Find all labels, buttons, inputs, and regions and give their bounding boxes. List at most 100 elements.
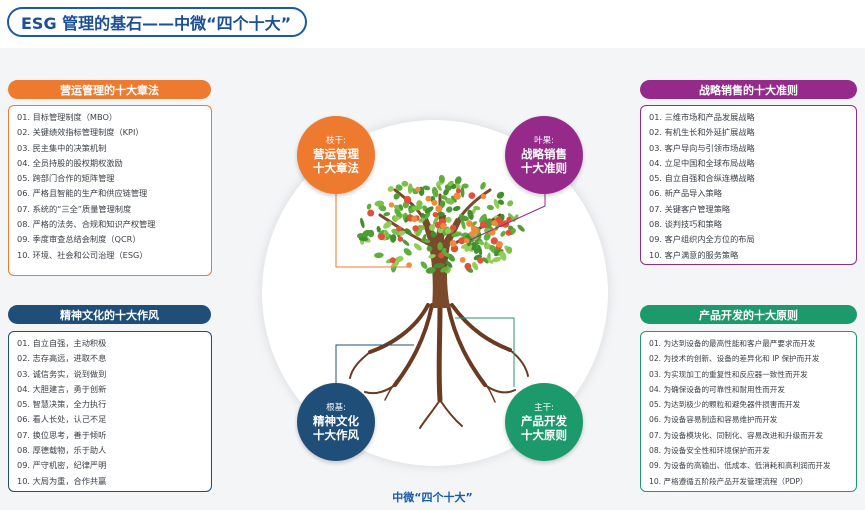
leaf [424, 206, 434, 214]
leaf [436, 211, 445, 217]
leaf [460, 232, 468, 237]
leaf [362, 229, 371, 237]
operations-list: 01. 目标管理制度（MBO） 02. 关键绩效指标管理制度（KPI） 03. … [8, 105, 212, 276]
list-item: 09. 严守机密，纪律严明 [17, 460, 107, 471]
node-culture: 根基: 精神文化 十大作风 [297, 383, 375, 461]
list-item: 03. 诚信务实，说到做到 [17, 368, 107, 379]
list-item: 05. 智慧决策，全力执行 [17, 399, 107, 410]
leaf [429, 224, 436, 231]
fruit [464, 262, 472, 270]
list-item: 02. 关键绩效指标管理制度（KPI） [17, 127, 144, 138]
leaf [426, 245, 433, 252]
leaf [440, 266, 449, 273]
leaf [407, 183, 413, 194]
fruit [432, 211, 438, 218]
leaf [483, 232, 491, 241]
node-line2: 十大原则 [521, 427, 567, 442]
list-item: 06. 看人长处，认己不足 [17, 414, 107, 425]
leaf [358, 237, 369, 242]
list-item: 09. 客户组织内全方位的布局 [649, 234, 755, 245]
fruit [438, 252, 445, 259]
node-line2: 十大作风 [313, 427, 359, 442]
list-item: 02. 为技术的创新、设备的差异化和 IP 保护而开发 [649, 354, 820, 364]
leaf [376, 226, 381, 233]
node-sub: 根基: [326, 402, 346, 413]
list-item: 01. 为达到设备的最高性能和客户最严要求而开发 [649, 339, 816, 348]
fruit [396, 226, 402, 232]
leaf [422, 234, 427, 242]
fruit [435, 205, 443, 213]
leaf [432, 215, 440, 225]
leaf [445, 216, 452, 223]
fruit [459, 257, 466, 263]
leaf [496, 191, 505, 199]
leaf [401, 180, 409, 187]
leaf [452, 205, 461, 212]
fruit [449, 240, 457, 247]
leaf [437, 242, 443, 251]
tree-roots [349, 302, 529, 429]
fruit [506, 216, 512, 222]
leaf [411, 205, 423, 211]
node-operations: 枝干: 营运管理 十大章法 [297, 116, 375, 194]
leaf [454, 176, 462, 185]
fruit [466, 220, 473, 227]
list-item: 04. 为确保设备的可靠性和耐用性而开发 [649, 384, 785, 394]
leaf [433, 262, 445, 269]
leaf [500, 230, 506, 237]
leaf [486, 218, 493, 228]
node-sub: 枝干: [326, 135, 346, 146]
leaf [445, 198, 455, 205]
leaf [473, 205, 481, 211]
list-item: 07. 换位思考，善于倾听 [17, 429, 107, 440]
leaf [402, 239, 410, 246]
leaf [482, 257, 489, 264]
list-item: 01. 三维市场和产品发展战略 [649, 112, 755, 122]
leaf [405, 228, 412, 235]
fruit [491, 220, 498, 227]
leaf [393, 193, 400, 200]
node-sub: 主干: [534, 402, 554, 413]
leaf [425, 267, 436, 274]
fruit [450, 224, 457, 231]
list-item: 04. 立足中国和全球布局战略 [649, 157, 755, 168]
leaf [395, 184, 403, 191]
leaf [497, 199, 505, 205]
fruit [403, 195, 412, 204]
diagram-caption: 中微“四个十大” [392, 491, 473, 504]
leaf [398, 230, 406, 236]
culture-list: 01. 自立自强，主动积极 02. 志存高远，进取不息 03. 诚信务实，说到做… [8, 331, 212, 492]
list-item: 01. 目标管理制度（MBO） [17, 112, 118, 122]
culture-header: 精神文化的十大作风 [8, 305, 211, 324]
leaf [506, 246, 513, 254]
node-line1: 营运管理 [313, 146, 359, 161]
tree-trunk [420, 214, 462, 308]
operations-header: 营运管理的十大章法 [8, 80, 211, 99]
leaf [445, 227, 452, 234]
leaf [387, 186, 394, 192]
fruit [388, 202, 395, 208]
leaf [499, 250, 507, 261]
list-item: 03. 民主集中的决策机制 [17, 142, 107, 153]
fruit [425, 195, 432, 202]
fruit [431, 199, 438, 206]
fruit [367, 209, 375, 217]
list-item: 05. 自立自强和合纵连横战略 [649, 173, 755, 184]
list-item: 08. 厚德载物，乐于助人 [17, 445, 107, 456]
product-list: 01. 为达到设备的最高性能和客户最严要求而开发 02. 为技术的创新、设备的差… [640, 331, 857, 492]
list-item: 03. 为实现加工的重复性和反应器一致性而开发 [649, 369, 808, 379]
leaf [374, 252, 384, 259]
list-item: 07. 为设备模块化、同制化、容易改进和升级而开发 [649, 430, 823, 440]
fruit [412, 225, 419, 232]
fruit [471, 227, 479, 235]
list-item: 08. 谈判技巧和策略 [649, 219, 722, 230]
leaf [390, 234, 397, 243]
list-item: 06. 严格且智能的生产和供应链管理 [17, 188, 148, 199]
list-item: 05. 为达到极少的颗粒和避免器件损害而开发 [649, 400, 801, 410]
list-item: 10. 客户满意的服务策略 [649, 249, 739, 260]
leaf [431, 186, 439, 198]
leaf [459, 215, 469, 222]
leaf [394, 208, 402, 218]
product-header: 产品开发的十大原则 [640, 305, 857, 324]
